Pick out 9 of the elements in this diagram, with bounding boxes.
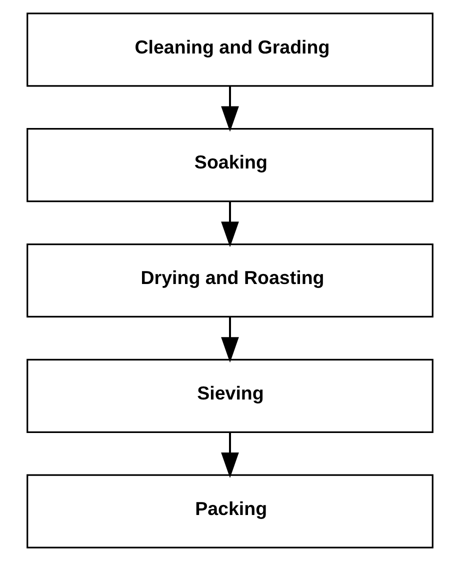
node-box: Cleaning and Grading (26, 12, 433, 87)
arrow (220, 86, 238, 132)
arrow (220, 432, 238, 478)
node-box: Soaking (26, 128, 433, 202)
node-box: Drying and Roasting (26, 243, 433, 318)
node-box: Sieving (26, 358, 433, 433)
arrow (220, 316, 238, 363)
arrow (220, 201, 238, 248)
node-box: Packing (26, 474, 433, 548)
